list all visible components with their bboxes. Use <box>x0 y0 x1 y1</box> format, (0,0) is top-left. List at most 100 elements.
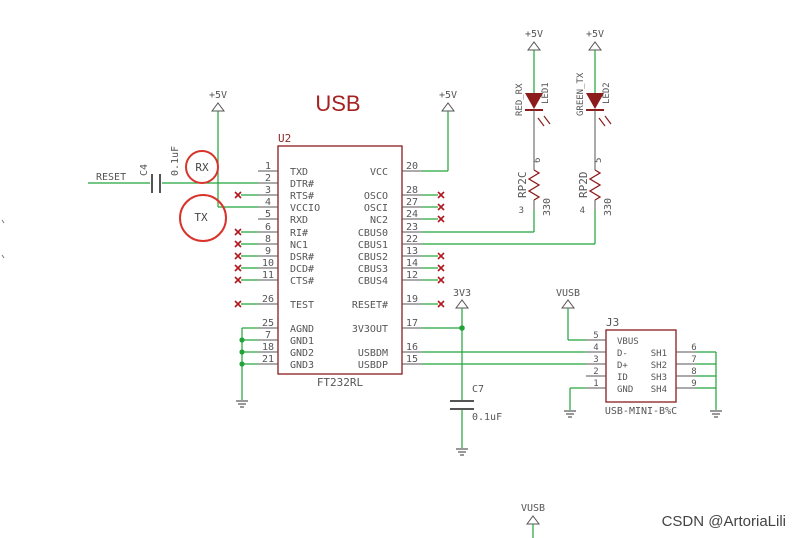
pin-number: 6 <box>533 158 543 163</box>
u2-pins: 1TXD2DTR#3RTS#4VCCIO5RXD6RI#8NC19DSR#10D… <box>234 161 445 371</box>
resistor-ref: RP2C <box>516 172 529 199</box>
pin-name: TEST <box>290 300 314 311</box>
plus5v-symbol-left: +5V <box>209 90 258 208</box>
v3v3-label: 3V3 <box>453 288 471 299</box>
pin-name: RI# <box>290 228 308 239</box>
pin-number: 5 <box>593 331 598 341</box>
pin-number: 2 <box>265 173 271 184</box>
pin-number: 9 <box>265 246 271 257</box>
pin-name: VCC <box>370 167 388 178</box>
pin-name: RXD <box>290 215 308 226</box>
pin-name: CTS# <box>290 276 314 287</box>
pin-name: ID <box>617 373 628 383</box>
power-label: +5V <box>439 90 457 101</box>
pin-name: GND3 <box>290 360 314 371</box>
pin-number: 17 <box>406 318 418 329</box>
pin-number: 4 <box>580 206 585 216</box>
pin-name: NC1 <box>290 240 308 251</box>
pin-name: CBUS0 <box>358 228 388 239</box>
pin-number: 5 <box>265 209 271 220</box>
resistor-icon <box>588 169 602 201</box>
v3v3-net: 3V3 C7 0.1uF <box>422 288 502 456</box>
c4-ref: C4 <box>139 164 150 176</box>
pin-name: OSCI <box>364 203 388 214</box>
pin-number: 1 <box>265 161 271 172</box>
led-diode-icon <box>525 93 543 109</box>
pin-number: 7 <box>691 355 696 365</box>
led-ref: LED2 <box>602 82 612 104</box>
pin-name: CBUS4 <box>358 276 388 287</box>
pin-number: 3 <box>519 206 524 216</box>
schematic-title: USB <box>315 91 360 116</box>
led-net-label: RED_RX <box>515 83 525 116</box>
pin-number: 8 <box>265 234 271 245</box>
u2-part: FT232RL <box>317 376 364 389</box>
pin-name: DSR# <box>290 252 314 263</box>
pin-number: 15 <box>406 354 418 365</box>
pin-number: 13 <box>406 246 418 257</box>
pin-number: 21 <box>262 354 274 365</box>
plus5v-symbol-vcc: +5V <box>422 90 457 172</box>
vusb-symbol-bottom: VUSB <box>521 503 545 538</box>
pin-number: 27 <box>406 197 418 208</box>
rx-label: RX <box>195 161 209 174</box>
pin-name: D+ <box>617 361 628 371</box>
pin-number: 12 <box>406 270 418 281</box>
j3-connector: J3 USB-MINI-B%C 5VBUS4D-3D+2ID1GND6SH17S… <box>556 288 722 418</box>
vusb-label: VUSB <box>556 288 580 299</box>
pin-name: USBDM <box>358 348 388 359</box>
vusb-label: VUSB <box>521 503 545 514</box>
c4-capacitor: RESET C4 0.1uF <box>88 146 258 193</box>
pin-name: OSCO <box>364 191 388 202</box>
resistor-ref: RP2D <box>577 172 590 199</box>
pin-name: RESET# <box>352 300 388 311</box>
j3-body <box>605 329 677 403</box>
power-label: +5V <box>586 29 604 40</box>
reset-net-label: RESET <box>96 172 126 183</box>
pin-number: 9 <box>691 379 696 389</box>
pin-number: 1 <box>593 379 598 389</box>
pin-number: 28 <box>406 185 418 196</box>
pin-number: 3 <box>265 185 271 196</box>
pin-name: RTS# <box>290 191 314 202</box>
tx-label: TX <box>194 211 208 224</box>
pin-number: 4 <box>265 197 271 208</box>
pin-name: GND1 <box>290 336 314 347</box>
power-label: +5V <box>525 29 543 40</box>
u2-body <box>277 145 403 375</box>
c7-value: 0.1uF <box>472 412 502 423</box>
pin-number: 23 <box>406 222 418 233</box>
u2-pin-right: 17 3V3OUT <box>352 318 422 335</box>
power-arrow-icon <box>527 41 541 51</box>
pin-number: 10 <box>262 258 274 269</box>
pin-number: 19 <box>406 294 418 305</box>
tx-annotation: TX <box>179 194 227 242</box>
pin-name: GND2 <box>290 348 314 359</box>
pin-name: CBUS2 <box>358 252 388 263</box>
pin-number: 5 <box>594 158 604 163</box>
pin-number: 24 <box>406 209 418 220</box>
pin-name: 3V3OUT <box>352 324 388 335</box>
